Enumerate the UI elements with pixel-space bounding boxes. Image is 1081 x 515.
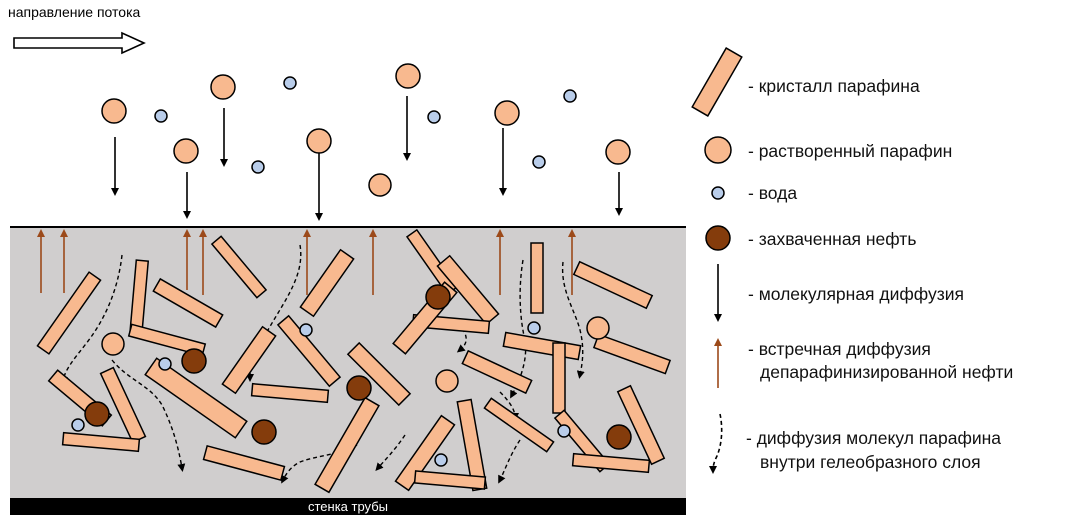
legend-counter-label-1: - встречная диффузия [748, 339, 931, 359]
trapped-oil-drops [84, 284, 632, 450]
dissolved-paraffin-molecule [586, 316, 610, 340]
trapped-oil-drop [181, 348, 207, 374]
dissolved-paraffin-molecule [101, 98, 127, 124]
legend-dissolved-label: - растворенный парафин [748, 141, 953, 161]
water-droplet [557, 424, 571, 438]
water-droplet [154, 109, 168, 123]
trapped-oil-drop [346, 375, 372, 401]
pipe-wall [10, 498, 686, 515]
paraffin-crystal [461, 349, 533, 395]
dashed-diffusion-path [561, 261, 585, 379]
paraffin-crystal [276, 314, 342, 388]
legend-paraffin-diffusion-label-2: внутри гелеобразного слоя [760, 452, 981, 472]
dissolved-paraffin-molecule [101, 332, 125, 356]
paraffin-crystal [250, 382, 330, 404]
dissolved-paraffin-molecule [210, 74, 236, 100]
paraffin-crystals [36, 228, 672, 494]
dissolved-paraffin-molecule [395, 63, 421, 89]
trapped-oil-drop [251, 419, 277, 445]
paraffin-crystal [592, 333, 672, 375]
water-droplet [283, 76, 297, 90]
paraffin-crystal [436, 254, 500, 326]
paraffin-crystal [210, 235, 268, 299]
water-droplet [427, 110, 441, 124]
legend-water-label: - вода [748, 183, 798, 203]
paraffin-crystal [530, 242, 544, 314]
water-droplet [532, 155, 546, 169]
flow-direction-label: направление потока [8, 4, 141, 20]
trapped-oil-drop [425, 284, 451, 310]
trapped-oil-drop [606, 424, 632, 450]
dashed-diffusion-path [452, 317, 467, 353]
flow-direction-arrow [13, 31, 146, 55]
dissolved-paraffin-molecule [605, 139, 631, 165]
paraffin-crystal [552, 342, 566, 414]
paraffin-crystal [394, 414, 456, 492]
dashed-diffusion-path [60, 254, 123, 384]
paraffin-crystal [152, 277, 224, 329]
water-droplets [71, 76, 577, 467]
pipe-wall-label: стенка трубы [307, 499, 388, 514]
water-droplet [527, 321, 541, 335]
legend-paraffin-diffusion-label-1: - диффузия молекул парафина [746, 428, 1002, 448]
legend-crystal-label: - кристалл парафина [748, 76, 920, 96]
paraffin-crystal [202, 444, 286, 482]
water-droplet [71, 418, 85, 432]
water-droplet [563, 89, 577, 103]
dissolved-paraffin-molecule [494, 100, 520, 126]
paraffin-crystal [127, 323, 207, 357]
dissolved-paraffin-molecules [101, 63, 631, 393]
paraffin-crystal [221, 325, 277, 395]
paraffin-crystal [61, 431, 141, 453]
legend-counter-label-2: депарафинизированной нефти [760, 362, 1014, 382]
water-droplet [251, 160, 265, 174]
dissolved-paraffin-molecule [368, 173, 392, 197]
dissolved-paraffin-molecule [173, 138, 199, 164]
water-droplet [434, 453, 448, 467]
paraffin-crystal [483, 397, 555, 453]
dashed-diffusion-path [499, 391, 519, 421]
molecular-diffusion-arrows [111, 96, 623, 221]
paraffin-crystal [572, 260, 654, 310]
paraffin-crystal [346, 341, 412, 407]
dissolved-paraffin-molecule [306, 128, 332, 154]
legend-molecular-label: - молекулярная диффузия [748, 284, 964, 304]
legend-crystal-icon [691, 47, 743, 117]
paraffin-crystal [616, 384, 666, 466]
paraffin-crystal [413, 470, 487, 490]
paraffin-crystal [314, 396, 380, 494]
water-droplet [158, 357, 172, 371]
legend-dashed-arrow-icon [709, 413, 723, 474]
dissolved-paraffin-molecule [435, 369, 459, 393]
legend-oil-label: - захваченная нефть [748, 229, 917, 249]
paraffin-crystal [571, 452, 651, 474]
paraffin-crystal [299, 248, 355, 318]
paraffin-crystal [36, 271, 102, 355]
counter-diffusion-arrows [37, 229, 576, 295]
legend [691, 47, 743, 474]
legend-water-icon [711, 186, 725, 200]
dashed-diffusion-path [498, 439, 521, 484]
trapped-oil-drop [84, 401, 110, 427]
dashed-diffusion-path [111, 359, 186, 472]
water-droplet [299, 323, 313, 337]
legend-dissolved-icon [704, 136, 732, 164]
dashed-diffusion-path [375, 434, 406, 472]
paraffin-crystal [144, 357, 248, 439]
legend-oil-icon [705, 225, 731, 251]
